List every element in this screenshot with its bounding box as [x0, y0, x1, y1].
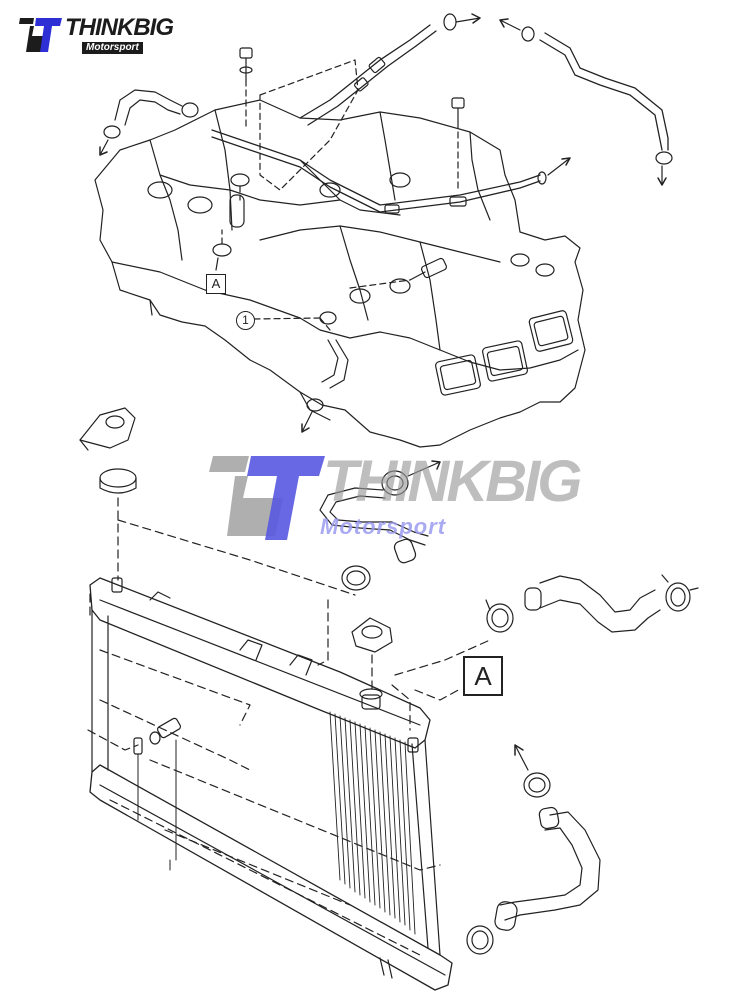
sensor-leader-lines: [137, 739, 177, 871]
small-bypass-hose: [319, 460, 441, 591]
logo-sub-text: Motorsport: [82, 42, 143, 54]
watermark-mark-icon: [209, 456, 325, 540]
radiator-mount-bracket: [79, 407, 136, 451]
lower-engine-hose: [301, 311, 349, 433]
logo-mark-icon: [19, 18, 62, 52]
radiator-cap: [351, 617, 393, 653]
sensor-fitting: [409, 257, 448, 281]
lower-radiator-hose: [466, 744, 601, 955]
callout-a-small: A: [206, 274, 226, 294]
radiator-core: [89, 577, 453, 991]
watermark-brand-text: THINKBIG: [323, 449, 582, 514]
top-hose-to-upper-right: [299, 13, 481, 126]
watermark: THINKBIG Motorsport: [205, 449, 582, 547]
callout-number-one: 1: [236, 311, 255, 330]
dashed-leaders-lower: [87, 497, 491, 956]
callout-a-large: A: [463, 656, 503, 696]
dashed-leaders-top: [221, 59, 459, 331]
radiator-temp-sensor: [133, 717, 182, 755]
upper-radiator-hose: [485, 574, 699, 633]
rubber-grommet: [99, 468, 137, 494]
separate-hose-upper-right: [499, 18, 673, 186]
logo-brand-text: THINKBIG: [65, 14, 174, 41]
brand-logo: THINKBIG Motorsport: [18, 14, 174, 58]
upper-coolant-pipe: [211, 129, 571, 214]
mounting-bolts: [239, 47, 465, 123]
upper-left-elbow-hose: [99, 89, 199, 156]
engine-block: [94, 99, 586, 448]
watermark-sub-text: Motorsport: [320, 514, 447, 539]
